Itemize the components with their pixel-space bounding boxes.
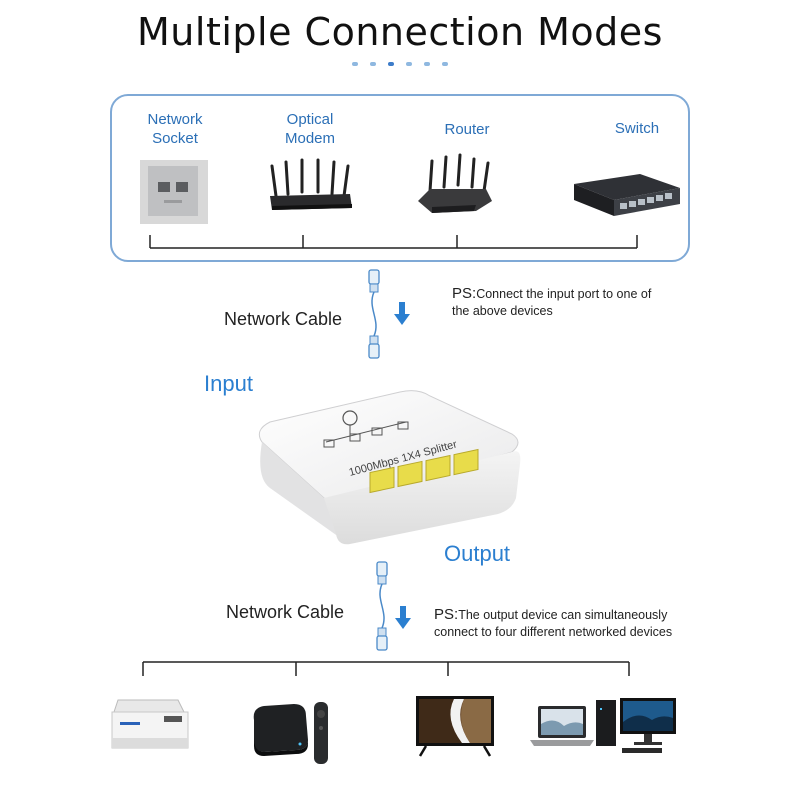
network-socket-icon	[140, 160, 208, 224]
optical-modem-icon	[270, 158, 352, 210]
arrow-down-icon	[395, 606, 411, 629]
tv-box-icon	[253, 702, 328, 764]
network-cable-top-icon	[368, 269, 380, 359]
output-label: Output	[444, 541, 511, 566]
printer-icon	[111, 699, 189, 749]
television-icon	[416, 696, 494, 757]
switch-icon	[574, 174, 680, 216]
network-cable-bottom-icon	[376, 561, 388, 651]
input-devices-box	[110, 94, 690, 262]
device-label-router: Router	[444, 121, 490, 138]
ps-note-bottom: PS:The output device can simultaneously …	[434, 606, 673, 639]
network-cable-bottom-label: Network Cable	[226, 602, 345, 622]
computer-icon	[530, 698, 676, 753]
ps-note-top: PS:Connect the input port to one of the …	[452, 285, 652, 318]
device-label-switch: Switch	[614, 120, 660, 137]
title-dots-decoration	[352, 62, 452, 68]
page-title: Multiple Connection Modes	[137, 10, 663, 54]
router-icon	[418, 153, 492, 213]
arrow-down-icon	[394, 302, 410, 325]
input-label: Input	[204, 371, 253, 396]
network-cable-top-label: Network Cable	[224, 309, 343, 329]
network-splitter-device: 1000Mbps 1X4 Splitter	[258, 390, 521, 545]
